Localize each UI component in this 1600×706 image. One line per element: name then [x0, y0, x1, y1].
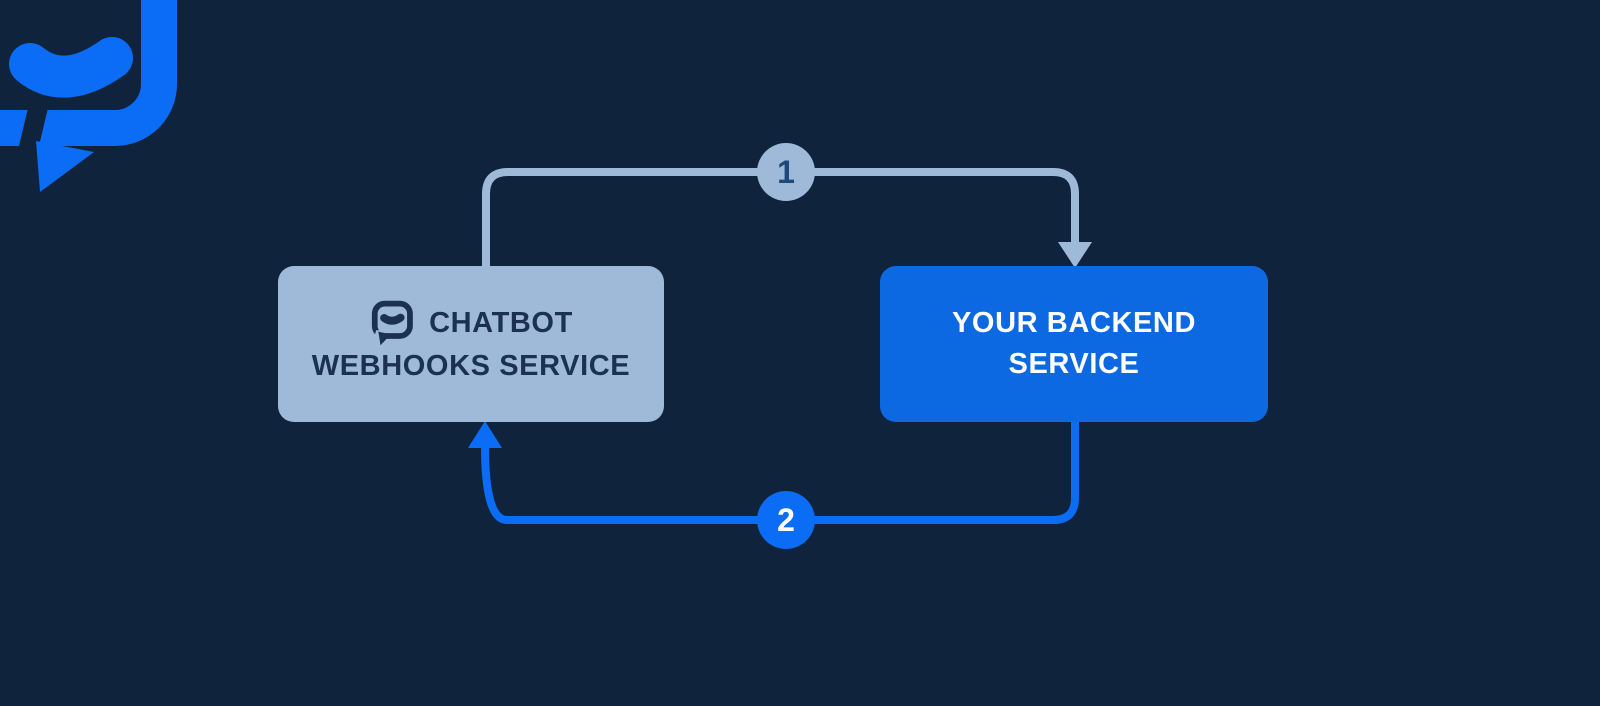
node-your-backend-service: YOUR BACKEND SERVICE — [880, 266, 1268, 422]
edge-2-arrowhead-up-icon — [468, 421, 502, 448]
step-badge-1: 1 — [757, 143, 815, 201]
chat-bubble-icon — [371, 300, 413, 345]
node-chatbot-webhooks-service: CHATBOT WEBHOOKS SERVICE — [278, 266, 664, 422]
step-badge-2: 2 — [757, 491, 815, 549]
node-label-line2: SERVICE — [1008, 348, 1140, 380]
chatbot-logo-icon — [0, 0, 177, 192]
node-title-row: CHATBOT — [369, 300, 573, 346]
node-label-line2: WEBHOOKS SERVICE — [311, 349, 631, 382]
node-label-line1: YOUR BACKEND — [951, 307, 1197, 339]
node-label-line1: CHATBOT — [429, 307, 573, 339]
edge-1-arrowhead-down-icon — [1058, 242, 1092, 268]
